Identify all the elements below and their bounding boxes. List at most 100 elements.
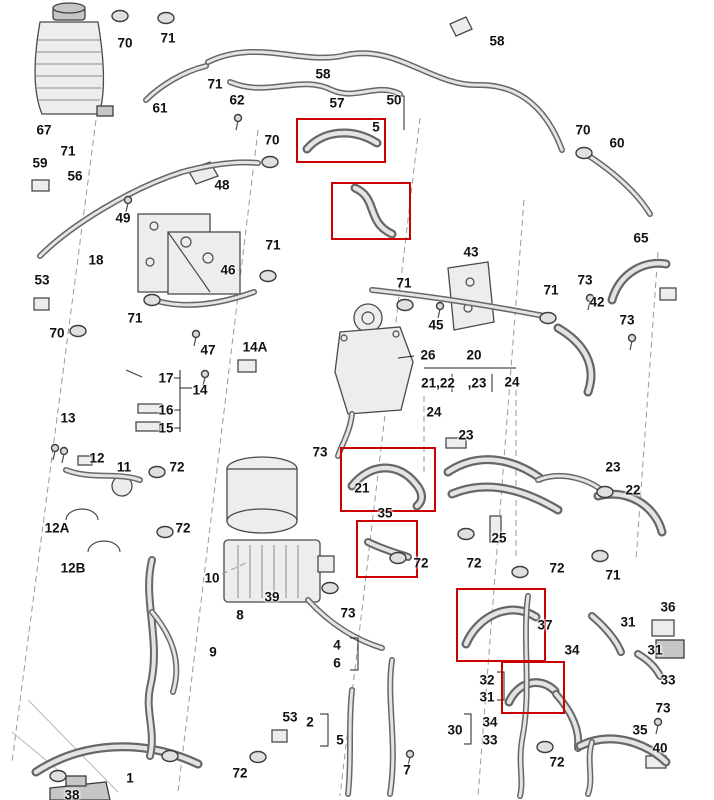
part-label-32[interactable]: 32 <box>479 672 495 688</box>
engine-block <box>137 213 241 295</box>
part-label-70[interactable]: 70 <box>264 132 280 148</box>
part-label-60[interactable]: 60 <box>609 135 625 151</box>
part-label-71[interactable]: 71 <box>127 310 143 326</box>
part-label-73[interactable]: 73 <box>655 700 671 716</box>
part-label-18[interactable]: 18 <box>88 252 104 268</box>
part-label-36[interactable]: 36 <box>660 599 676 615</box>
hose-clamps <box>49 9 614 783</box>
highlight-box-2 <box>331 182 411 240</box>
part-label-5[interactable]: 5 <box>372 119 380 135</box>
part-label-50[interactable]: 50 <box>386 92 402 108</box>
part-label-37[interactable]: 37 <box>537 617 553 633</box>
part-label-5[interactable]: 5 <box>336 732 344 748</box>
part-label-72[interactable]: 72 <box>175 520 191 536</box>
part-label-73[interactable]: 73 <box>619 312 635 328</box>
part-label-34[interactable]: 34 <box>482 714 498 730</box>
part-label-14A[interactable]: 14A <box>242 339 268 355</box>
part-label-71[interactable]: 71 <box>265 237 281 253</box>
part-label-24[interactable]: 24 <box>504 374 520 390</box>
part-label-39[interactable]: 39 <box>264 589 280 605</box>
part-label-72[interactable]: 72 <box>549 560 565 576</box>
bolts <box>50 113 663 767</box>
part-label-8[interactable]: 8 <box>236 607 244 623</box>
part-label-34[interactable]: 34 <box>564 642 580 658</box>
part-label-31[interactable]: 31 <box>647 642 663 658</box>
part-label-47[interactable]: 47 <box>200 342 216 358</box>
part-label-1[interactable]: 1 <box>126 770 134 786</box>
part-label-71[interactable]: 71 <box>60 143 76 159</box>
part-label-6[interactable]: 6 <box>333 655 341 671</box>
part-label-9[interactable]: 9 <box>209 644 217 660</box>
highlight-box-6 <box>501 661 565 714</box>
part-label-72[interactable]: 72 <box>466 555 482 571</box>
part-label-7[interactable]: 7 <box>403 762 411 778</box>
part-label-70[interactable]: 70 <box>49 325 65 341</box>
part-label-71[interactable]: 71 <box>207 76 223 92</box>
part-label-23[interactable]: 23 <box>605 459 621 475</box>
part-label-25[interactable]: 25 <box>491 530 507 546</box>
part-label-12B[interactable]: 12B <box>60 560 86 576</box>
part-label-33[interactable]: 33 <box>660 672 676 688</box>
part-label-30[interactable]: 30 <box>447 722 463 738</box>
part-label-21[interactable]: 21 <box>354 480 370 496</box>
part-label-4[interactable]: 4 <box>333 637 341 653</box>
part-label-35[interactable]: 35 <box>377 505 393 521</box>
part-label-11[interactable]: 11 <box>116 459 132 475</box>
part-label-2[interactable]: 2 <box>306 714 314 730</box>
part-label-12A[interactable]: 12A <box>44 520 70 536</box>
part-label-72[interactable]: 72 <box>232 765 248 781</box>
part-label-72[interactable]: 72 <box>549 754 565 770</box>
part-label-59[interactable]: 59 <box>32 155 48 171</box>
part-label-67[interactable]: 67 <box>36 122 52 138</box>
part-label-23[interactable]: 23 <box>458 427 474 443</box>
part-label-56[interactable]: 56 <box>67 168 83 184</box>
part-label-26[interactable]: 26 <box>420 347 436 363</box>
part-label-73[interactable]: 73 <box>577 272 593 288</box>
label-brackets <box>174 95 516 747</box>
part-label-2122[interactable]: 21,22 <box>421 375 455 391</box>
part-label-43[interactable]: 43 <box>463 244 479 260</box>
part-label-58[interactable]: 58 <box>489 33 505 49</box>
part-label-48[interactable]: 48 <box>214 177 230 193</box>
part-label-16[interactable]: 16 <box>158 402 174 418</box>
part-label-23[interactable]: ,23 <box>467 375 487 391</box>
part-label-70[interactable]: 70 <box>575 122 591 138</box>
part-label-45[interactable]: 45 <box>428 317 444 333</box>
part-label-49[interactable]: 49 <box>115 210 131 226</box>
part-label-73[interactable]: 73 <box>340 605 356 621</box>
part-label-31[interactable]: 31 <box>479 689 495 705</box>
part-label-71[interactable]: 71 <box>396 275 412 291</box>
part-label-33[interactable]: 33 <box>482 732 498 748</box>
part-label-14[interactable]: 14 <box>192 382 208 398</box>
part-label-42[interactable]: 42 <box>589 294 605 310</box>
part-label-46[interactable]: 46 <box>220 262 236 278</box>
part-label-72[interactable]: 72 <box>169 459 185 475</box>
part-label-71[interactable]: 71 <box>160 30 176 46</box>
part-label-13[interactable]: 13 <box>60 410 76 426</box>
part-label-57[interactable]: 57 <box>329 95 345 111</box>
part-label-53[interactable]: 53 <box>34 272 50 288</box>
part-label-65[interactable]: 65 <box>633 230 649 246</box>
part-label-71[interactable]: 71 <box>543 282 559 298</box>
part-label-62[interactable]: 62 <box>229 92 245 108</box>
part-label-53[interactable]: 53 <box>282 709 298 725</box>
part-label-71[interactable]: 71 <box>605 567 621 583</box>
small-parts <box>31 16 685 800</box>
part-label-70[interactable]: 70 <box>117 35 133 51</box>
part-label-24[interactable]: 24 <box>426 404 442 420</box>
part-label-20[interactable]: 20 <box>466 347 482 363</box>
part-label-58[interactable]: 58 <box>315 66 331 82</box>
part-label-15[interactable]: 15 <box>158 420 174 436</box>
part-label-31[interactable]: 31 <box>620 614 636 630</box>
part-label-40[interactable]: 40 <box>652 740 668 756</box>
part-label-61[interactable]: 61 <box>152 100 168 116</box>
part-label-38[interactable]: 38 <box>64 787 80 800</box>
part-label-10[interactable]: 10 <box>204 570 220 586</box>
part-label-22[interactable]: 22 <box>625 482 641 498</box>
part-label-35[interactable]: 35 <box>632 722 648 738</box>
part-label-17[interactable]: 17 <box>158 370 174 386</box>
part-label-73[interactable]: 73 <box>312 444 328 460</box>
part-label-72[interactable]: 72 <box>413 555 429 571</box>
part-label-12[interactable]: 12 <box>89 450 105 466</box>
